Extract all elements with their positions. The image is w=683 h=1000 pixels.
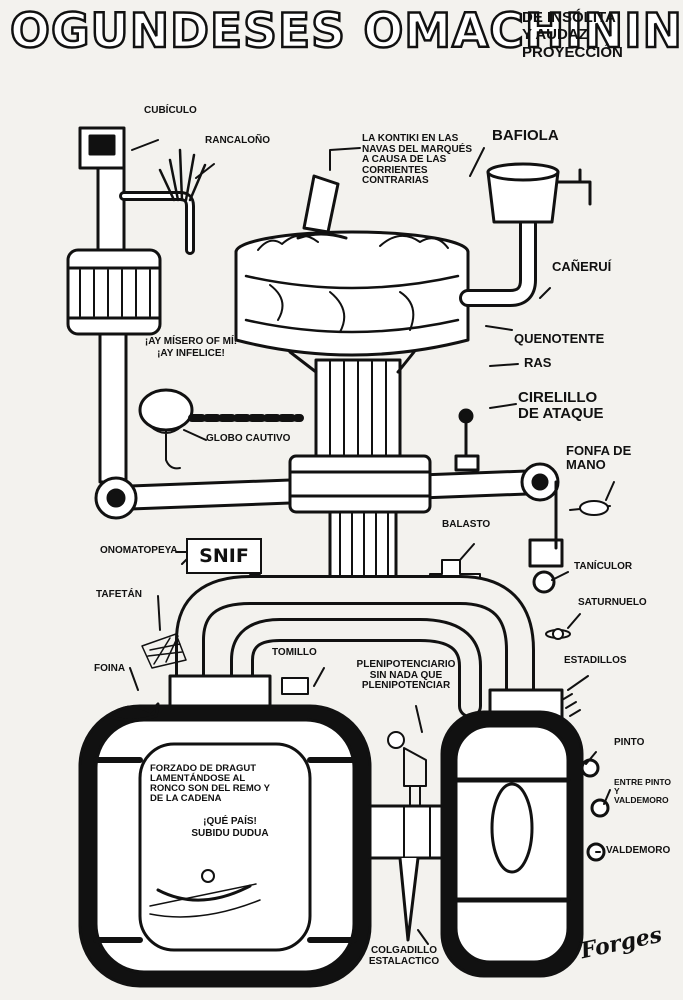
colgadillo-estalactico (398, 856, 420, 942)
label-cubiculo: CUBÍCULO (144, 105, 197, 116)
label-caneruí: CAÑERUÍ (552, 259, 612, 274)
label-quenotente: QUENOTENTE (514, 331, 605, 346)
rancalono-plume (158, 148, 207, 202)
caneruí-pipe (459, 215, 537, 307)
page-title: OGUNDESES OMACHININ (9, 4, 683, 59)
label-forzado: FORZADO DE DRAGUT LAMENTÁNDOSE AL RONCO … (150, 763, 270, 804)
label-ras: RAS (524, 355, 552, 370)
label-pinto: PINTO (614, 737, 645, 748)
label-onomatopeya: ONOMATOPEYA (100, 545, 178, 556)
speech-bubble-ay: ¡AY MÍSERO OF MÍ! ¡AY INFELICE! (144, 336, 238, 359)
label-taniculor: TANÍCULOR (574, 561, 633, 572)
left-drum (66, 248, 162, 336)
label-fonfa: FONFA DE MANO (566, 443, 632, 472)
kontiki-sail (302, 174, 340, 234)
label-estadillos: ESTADILLOS (564, 655, 627, 666)
subtitle-line-1: DE INSÓLITA (522, 9, 616, 26)
speech-bubble-que-pais: ¡QUÉ PAÍS! SUBIDU DUDUA (191, 816, 269, 839)
estadillos (561, 693, 581, 717)
pinto-valve (580, 758, 600, 778)
label-balasto: BALASTO (442, 519, 491, 530)
label-tomillo: TOMILLO (272, 647, 317, 658)
galley-boat (156, 884, 252, 902)
left-lower-pipe (98, 332, 128, 484)
label-kontiki: LA KONTIKI EN LAS NAVAS DEL MARQUÉS A CA… (362, 133, 473, 186)
plenipotenciario-figure (387, 731, 405, 749)
label-globo: GLOBO CAUTIVO (206, 433, 291, 444)
page-subtitle: DE INSÓLITA Y AUDAZ PROYECCIÓN (522, 9, 682, 61)
subtitle-line-3: PROYECCIÓN (522, 43, 623, 61)
label-entre: ENTRE PINTO Y VALDEMORO (614, 777, 671, 805)
label-foina: FOINA (94, 663, 126, 674)
fonfa-de-mano (528, 480, 564, 568)
tafetan (141, 633, 187, 669)
cirelillo-lever (454, 418, 480, 472)
label-tafetan: TAFETÁN (96, 589, 142, 600)
label-bafiola: BAFIOLA (492, 127, 559, 144)
bafiola-tap (556, 168, 592, 206)
top-drum (234, 250, 470, 357)
label-saturnuelo: SATURNUELO (578, 597, 647, 608)
label-rancalono: RANCALOÑO (205, 135, 270, 146)
label-plenipotenciario: PLENIPOTENCIARIO SIN NADA QUE PLENIPOTEN… (356, 659, 456, 691)
label-cirelillo: CIRELILLO DE ATAQUE (518, 389, 604, 422)
snif-sign: SNIF (186, 538, 262, 574)
label-colgadillo: COLGADILLO ESTALACTICO (368, 945, 440, 967)
label-valdemoro: VALDEMORO (606, 845, 671, 856)
foina (106, 702, 160, 722)
subtitle-line-2: Y AUDAZ (522, 26, 588, 44)
tomillo (281, 677, 309, 695)
left-upper-pipe (96, 166, 126, 254)
column-collar (288, 454, 432, 514)
globo-cautivo (138, 388, 194, 432)
